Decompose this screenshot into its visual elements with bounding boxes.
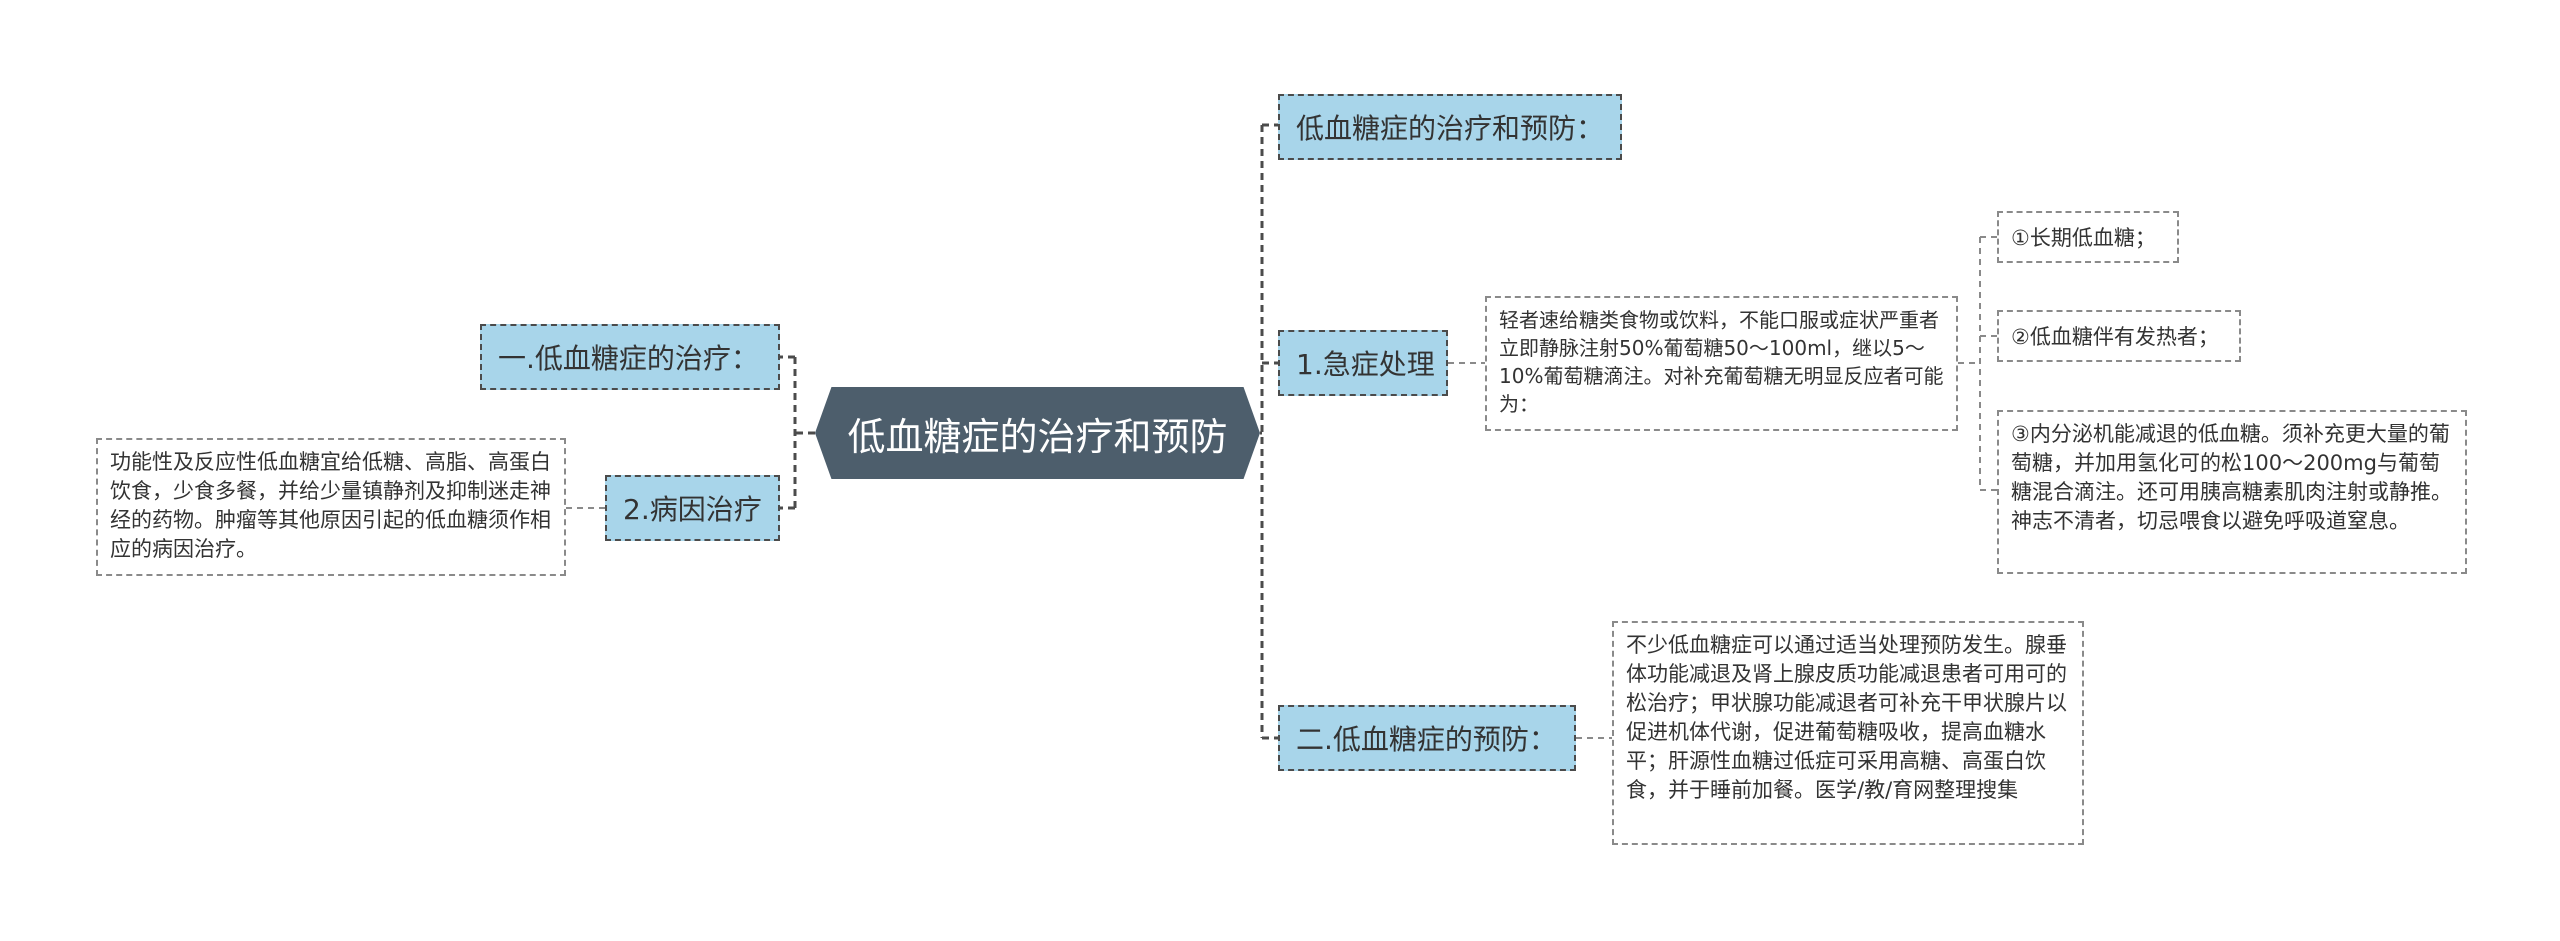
cause-treatment-label: 2.病因治疗 — [623, 493, 762, 526]
item2-text: ②低血糖伴有发热者； — [2011, 325, 2219, 349]
emergency-node[interactable]: 1.急症处理 — [1278, 330, 1448, 396]
prevention-note-text: 不少低血糖症可以通过适当处理预防发生。腺垂体功能减退及肾上腺皮质功能减退患者可用… — [1626, 633, 2067, 802]
cause-treatment-node[interactable]: 2.病因治疗 — [605, 475, 780, 541]
emergency-label: 1.急症处理 — [1296, 348, 1435, 381]
prevention-node[interactable]: 二.低血糖症的预防： — [1278, 705, 1576, 771]
root-node[interactable]: 低血糖症的治疗和预防 — [815, 387, 1260, 479]
connector-note-items — [1958, 236, 1997, 491]
item-endocrine-hypoglycemia[interactable]: ③内分泌机能减退的低血糖。须补充更大量的葡萄糖，并加用氢化可的松100～200m… — [1997, 410, 2467, 574]
root-title: 低血糖症的治疗和预防 — [847, 414, 1228, 459]
prevention-note[interactable]: 不少低血糖症可以通过适当处理预防发生。腺垂体功能减退及肾上腺皮质功能减退患者可用… — [1612, 621, 2084, 845]
treatment-prevention-header-label: 低血糖症的治疗和预防： — [1296, 112, 1605, 145]
emergency-note-text: 轻者速给糖类食物或饮料，不能口服或症状严重者立即静脉注射50%葡萄糖50～100… — [1499, 308, 1944, 416]
item3-text: ③内分泌机能减退的低血糖。须补充更大量的葡萄糖，并加用氢化可的松100～200m… — [2011, 422, 2452, 533]
treatment-label: 一.低血糖症的治疗： — [498, 342, 759, 375]
item-hypoglycemia-with-fever[interactable]: ②低血糖伴有发热者； — [1997, 310, 2241, 362]
prevention-label: 二.低血糖症的预防： — [1296, 723, 1557, 756]
connector-root-right — [1260, 123, 1278, 740]
cause-treatment-note[interactable]: 功能性及反应性低血糖宜给低糖、高脂、高蛋白饮食，少食多餐，并给少量镇静剂及抑制迷… — [96, 438, 566, 576]
emergency-note[interactable]: 轻者速给糖类食物或饮料，不能口服或症状严重者立即静脉注射50%葡萄糖50～100… — [1485, 296, 1958, 431]
item-long-term-hypoglycemia[interactable]: ①长期低血糖； — [1997, 211, 2179, 263]
cause-treatment-note-text: 功能性及反应性低血糖宜给低糖、高脂、高蛋白饮食，少食多餐，并给少量镇静剂及抑制迷… — [110, 450, 551, 561]
connector-root-left — [780, 355, 815, 510]
treatment-prevention-header[interactable]: 低血糖症的治疗和预防： — [1278, 94, 1622, 160]
item1-text: ①长期低血糖； — [2011, 226, 2156, 250]
treatment-node[interactable]: 一.低血糖症的治疗： — [480, 324, 780, 390]
